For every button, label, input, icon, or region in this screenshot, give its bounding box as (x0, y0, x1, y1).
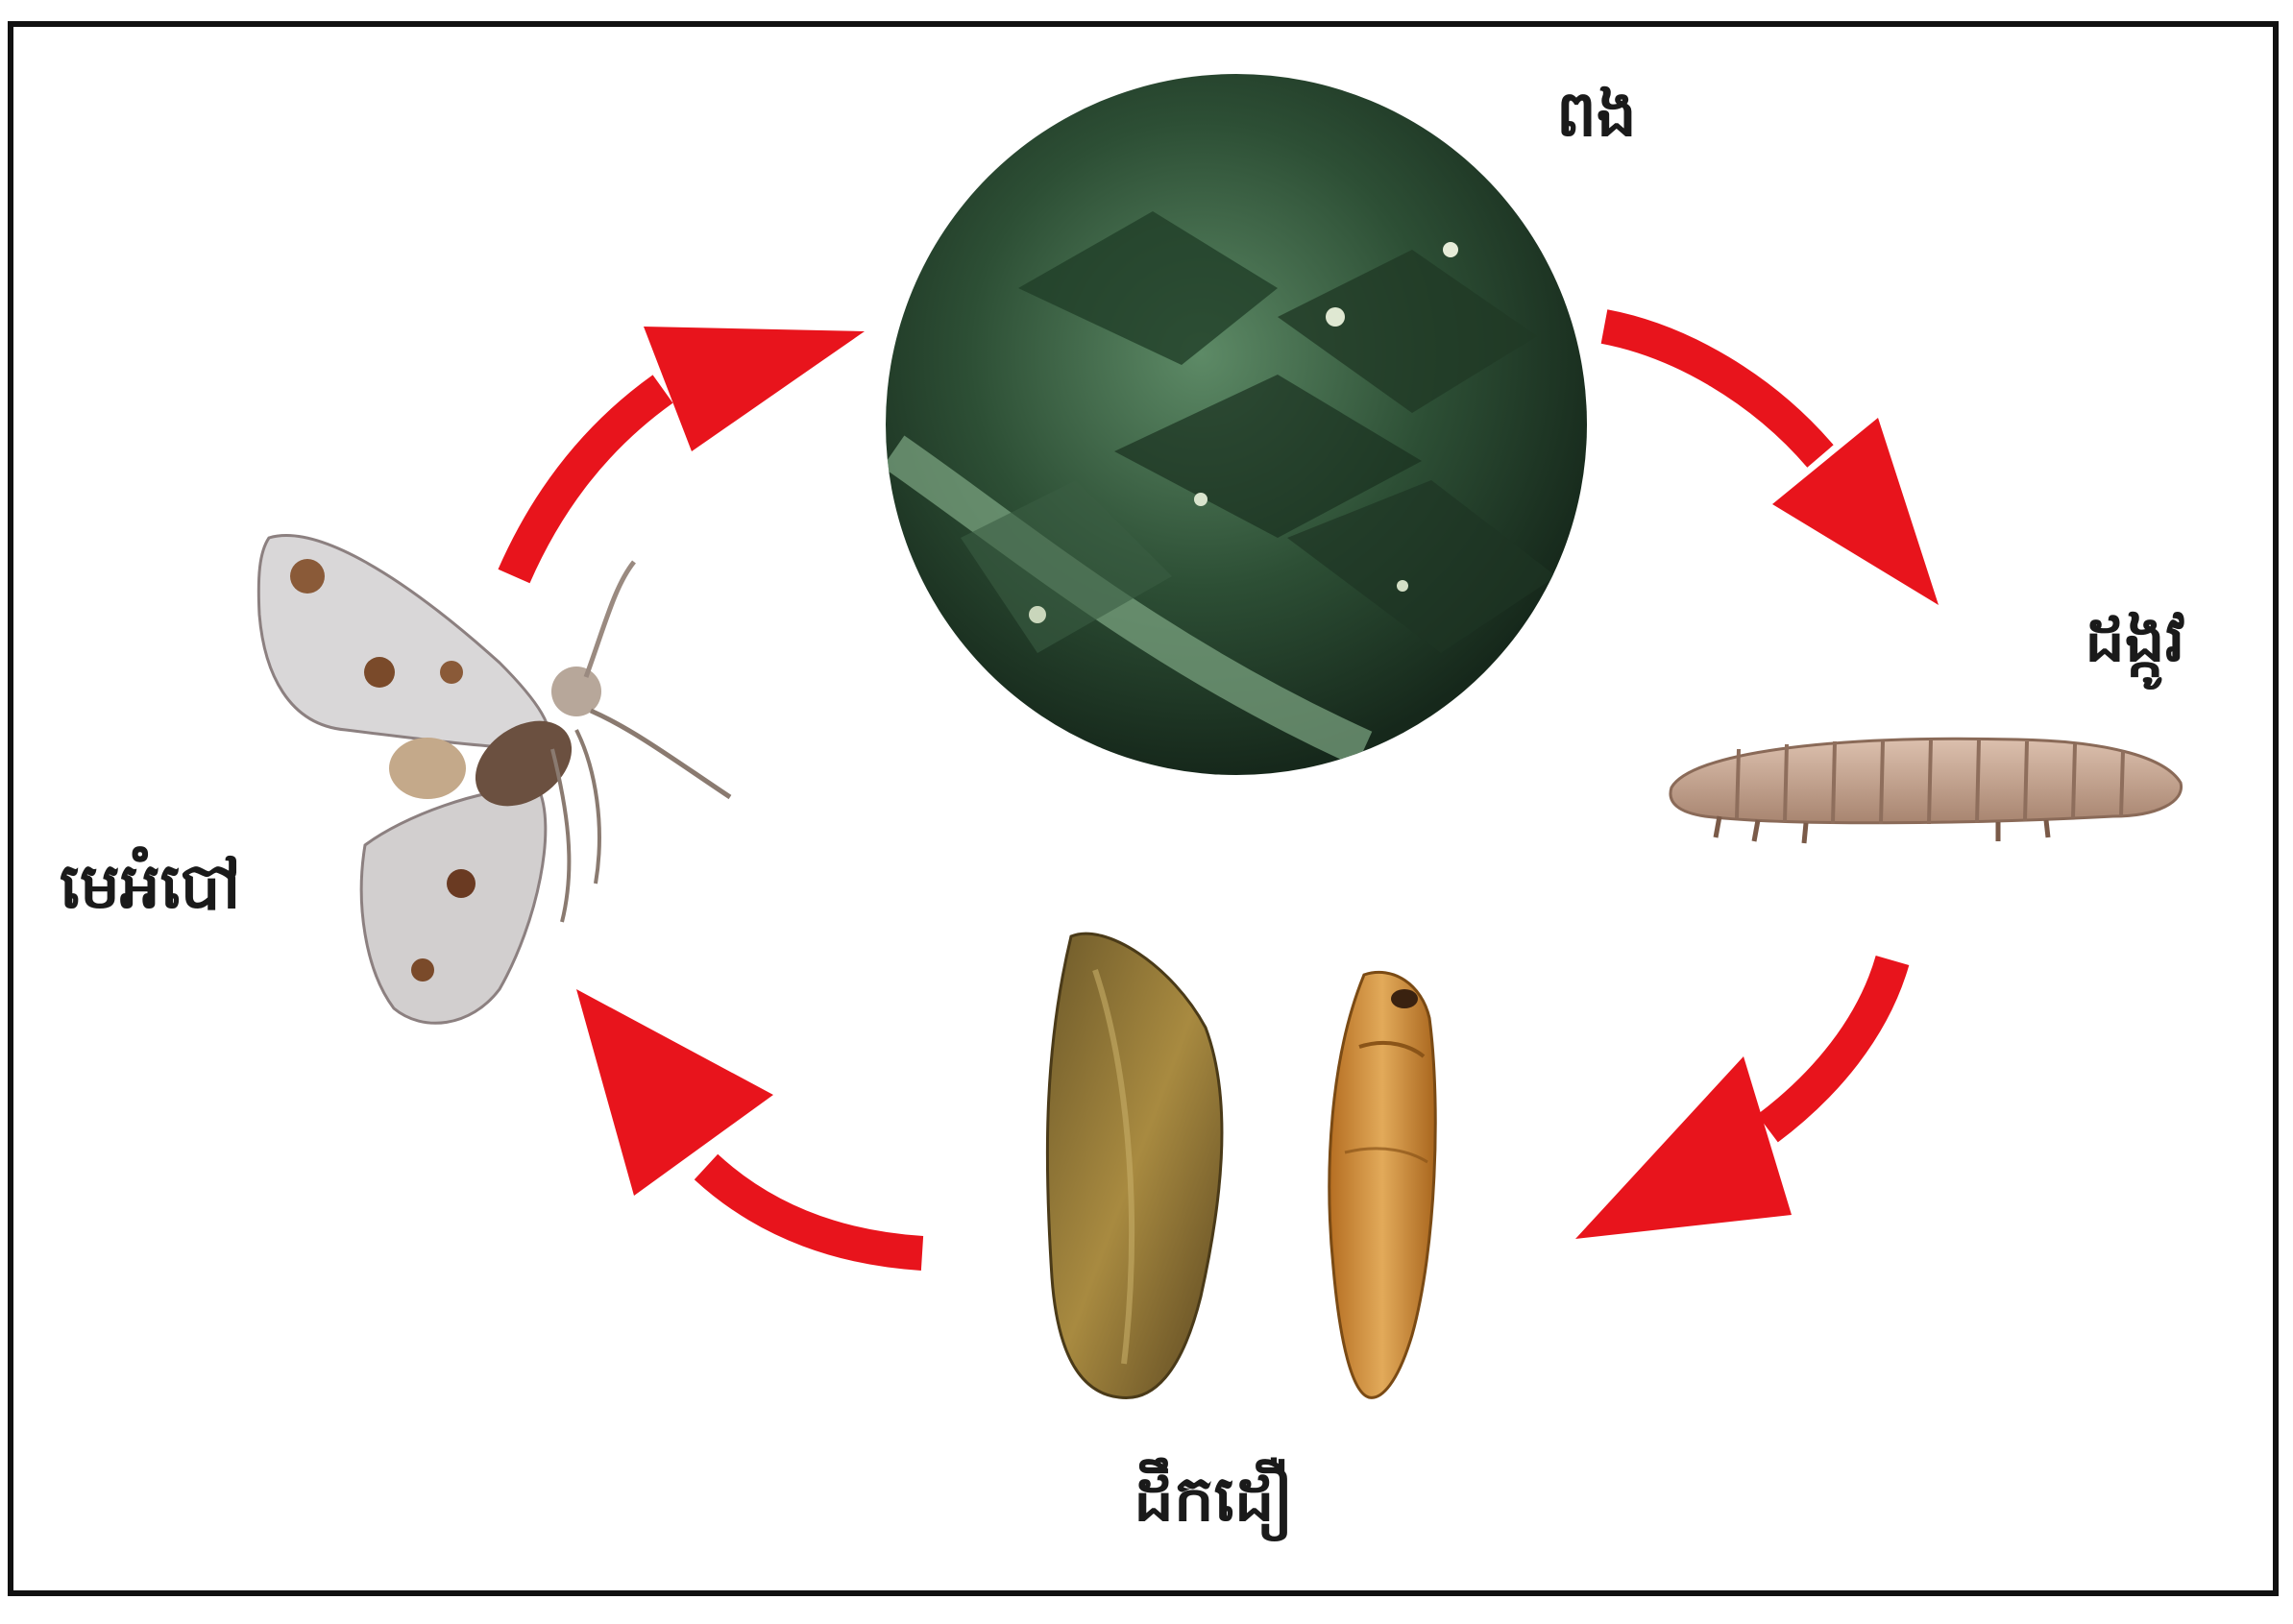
arrow-pupa-to-adult (576, 989, 922, 1253)
moth-photo (258, 536, 730, 1024)
egg-leaf-photo (886, 74, 1587, 775)
arrow-egg-to-larva (1604, 327, 1939, 605)
arrow-adult-to-egg (514, 327, 865, 576)
adult-label: មេអំបៅ (60, 847, 241, 939)
arrow-larva-to-pupa (1575, 960, 1892, 1239)
larva-label: ដង្កូវ (2085, 600, 2185, 692)
pupa-photo (1047, 933, 1435, 1397)
caterpillar-photo (1671, 739, 2182, 843)
pupa-label: ដឹកដឿ (1134, 1460, 1293, 1552)
egg-label: ពង (1556, 75, 1637, 167)
